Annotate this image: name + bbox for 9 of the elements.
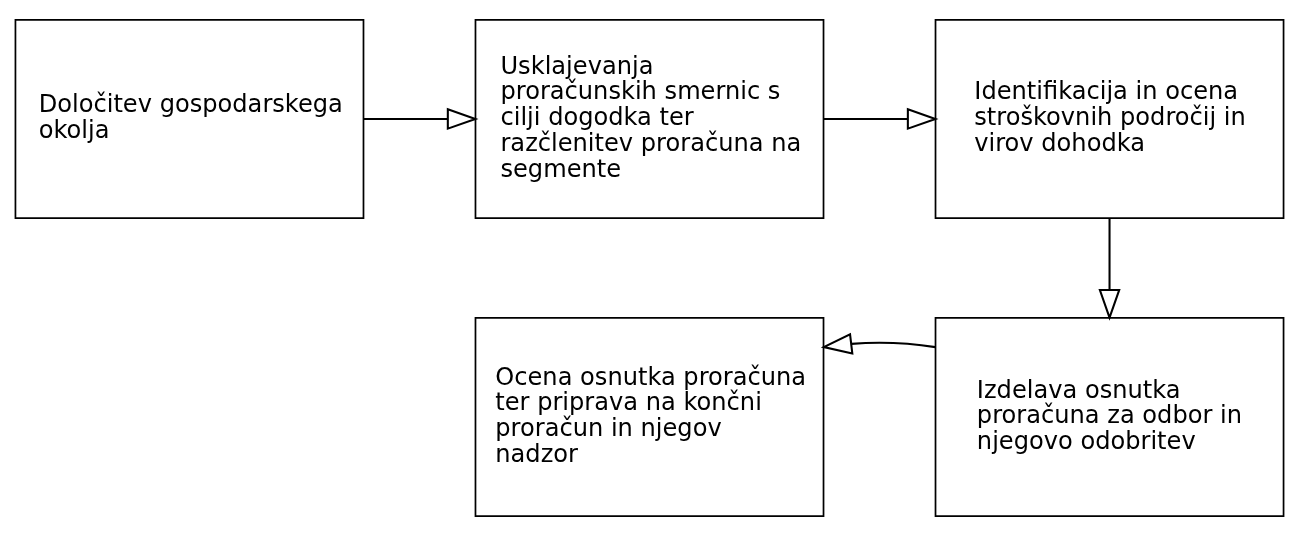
node-box: Identifikacija in ocena stroškovnih področij in virov dohodka — [934, 18, 1285, 219]
node-box: Ocena osnutka proračuna ter priprava na končni proračun in njegov nadzor — [474, 316, 825, 517]
arrow — [1098, 218, 1121, 321]
node-box: Izdelava osnutka proračuna za odbor in njegovo odobritev — [934, 316, 1285, 517]
arrow — [820, 332, 936, 355]
node-box: Usklajevanja proračunskih smernic s cilji dogodka ter razčlenitev proračuna na segmente — [474, 18, 825, 219]
arrow — [363, 107, 479, 130]
arrow — [823, 107, 939, 130]
node-box: Določitev gospodarskega okolja — [14, 18, 365, 219]
